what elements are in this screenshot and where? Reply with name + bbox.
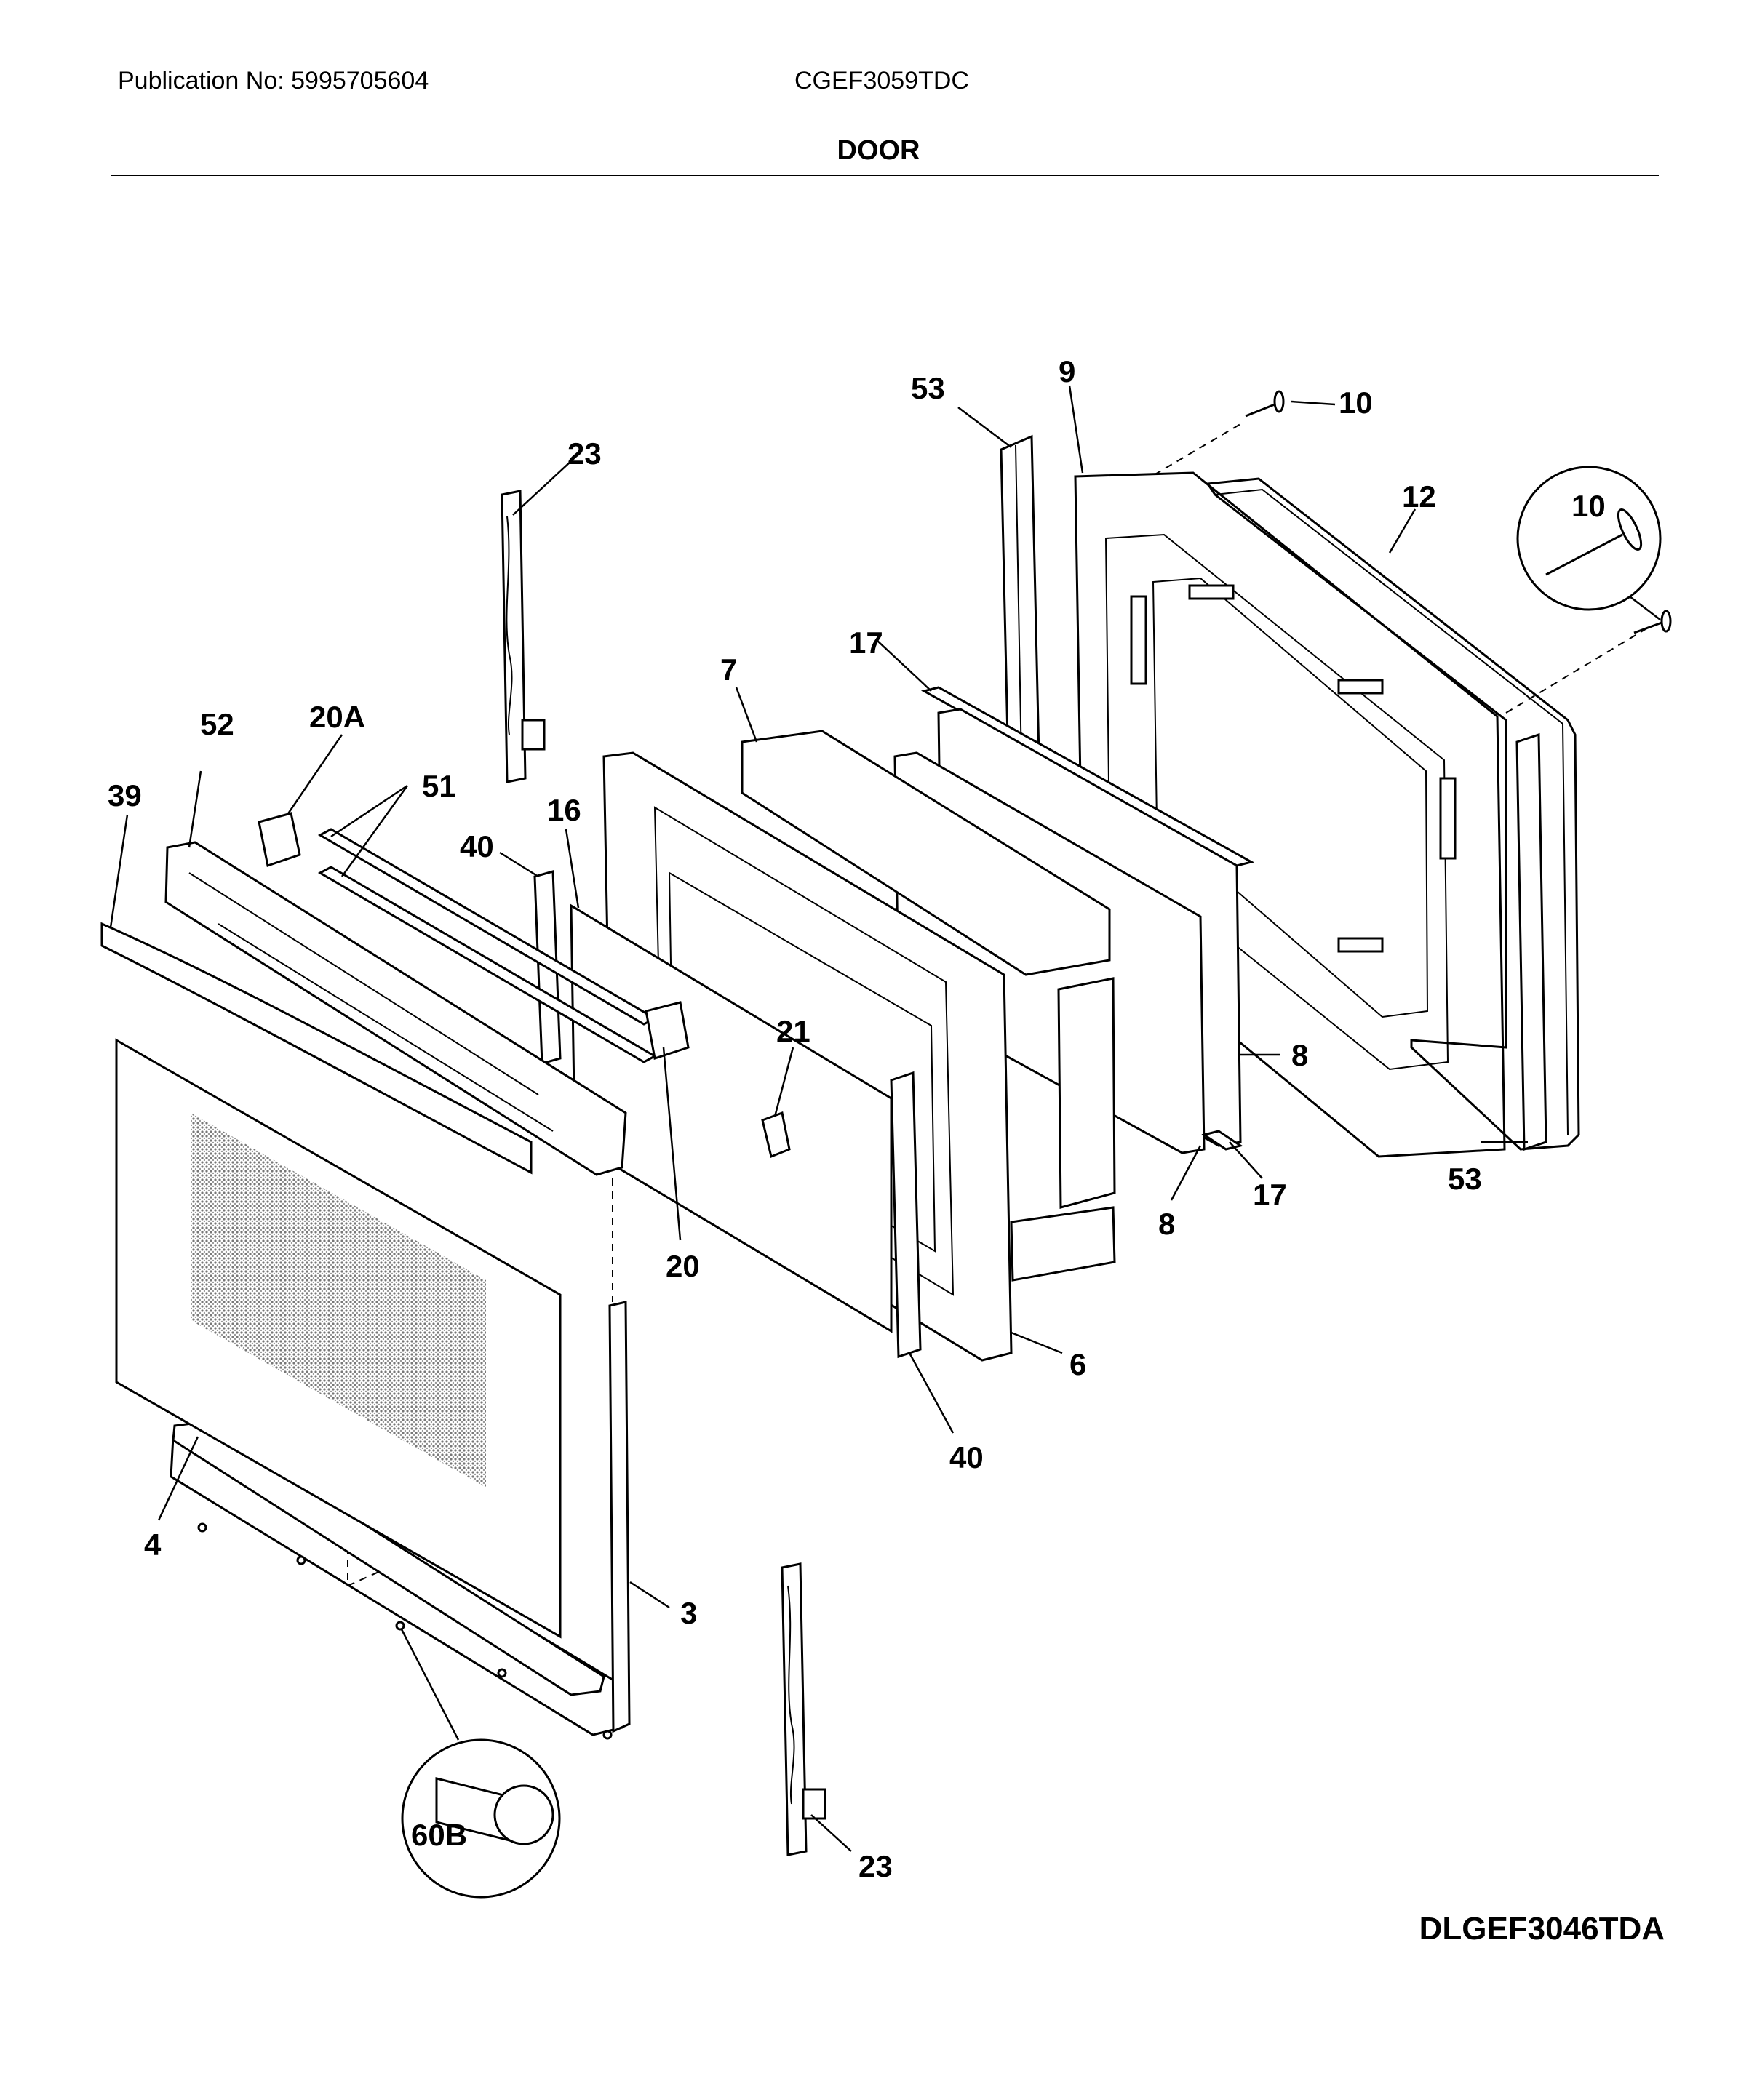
door-trim (164, 841, 627, 1176)
callout-40-left: 40 (460, 829, 494, 863)
handle-bracket-right (645, 1001, 690, 1060)
callout-53-top: 53 (911, 371, 945, 405)
insulation-bottom (1010, 1206, 1116, 1282)
callout-17-top: 17 (849, 626, 883, 660)
callout-20a: 20A (309, 700, 365, 734)
callout-39: 39 (108, 778, 142, 813)
leader-lines (109, 385, 1528, 1852)
side-channel-top (1000, 434, 1040, 773)
callout-21: 21 (776, 1014, 810, 1048)
callout-10-top: 10 (1339, 386, 1373, 420)
screw-right (1633, 610, 1672, 634)
callout-17-bottom: 17 (1253, 1178, 1287, 1212)
section-title: DOOR (837, 135, 920, 166)
callout-60b: 60B (411, 1818, 467, 1852)
callout-53-bottom: 53 (1448, 1162, 1482, 1196)
callout-8-bottom: 8 (1158, 1207, 1175, 1241)
callout-6: 6 (1069, 1347, 1086, 1381)
callout-52: 52 (200, 707, 234, 741)
screw-detail-callout (1516, 466, 1662, 620)
callout-23-top: 23 (567, 436, 602, 471)
callout-10-detail: 10 (1571, 489, 1606, 523)
callout-23-bottom: 23 (858, 1849, 893, 1883)
front-door-glass (115, 1038, 562, 1639)
callout-51: 51 (422, 769, 456, 803)
callout-40-bottom: 40 (949, 1440, 984, 1474)
screw-top (1245, 390, 1285, 418)
side-channel-bottom (1515, 732, 1547, 1151)
door-handle (100, 922, 533, 1175)
callout-7: 7 (720, 652, 737, 687)
callout-4: 4 (144, 1528, 162, 1562)
door-screws (197, 1522, 613, 1740)
publication-number: Publication No: 5995705604 (118, 67, 429, 95)
handle-bracket-left (258, 812, 301, 867)
hinge-bottom (781, 1562, 826, 1856)
insulation-side (1057, 977, 1116, 1209)
callout-16: 16 (547, 793, 581, 827)
door-gasket (1206, 477, 1580, 1151)
diagram-code: DLGEF3046TDA (1419, 1911, 1665, 1947)
door-channel-right (890, 1071, 922, 1359)
screw-60b-detail (400, 1629, 561, 1899)
callout-9: 9 (1059, 354, 1075, 388)
callout-8-right: 8 (1291, 1038, 1308, 1072)
header-divider (111, 175, 1659, 176)
callout-12: 12 (1402, 479, 1436, 514)
insulation-top (741, 730, 1111, 976)
model-number: CGEF3059TDC (794, 67, 969, 95)
callout-20: 20 (666, 1249, 700, 1283)
hinge-top (501, 490, 546, 783)
callout-3: 3 (680, 1596, 697, 1630)
